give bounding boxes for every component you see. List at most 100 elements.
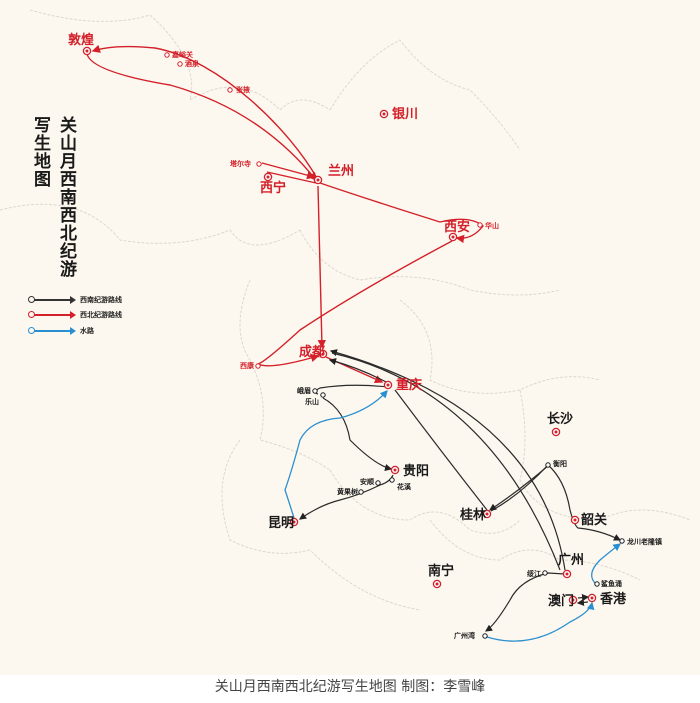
city-label: 贵阳 bbox=[403, 463, 429, 479]
place-敦煌: 敦煌 bbox=[68, 32, 94, 56]
route-chongqing-chengdu bbox=[328, 358, 389, 384]
place-银川: 银川 bbox=[379, 106, 418, 122]
waypoint-marker-icon bbox=[358, 489, 364, 495]
legend-northwest-route: 西北纪游路线 bbox=[28, 310, 122, 320]
waypoint-label: 嘉峪关 bbox=[171, 50, 193, 59]
legend-label: 西北纪游路线 bbox=[80, 310, 122, 319]
city-label: 韶关 bbox=[581, 512, 607, 528]
waterways bbox=[284, 390, 622, 642]
water-kunming-chongqing bbox=[284, 390, 388, 519]
places: 敦煌银川兰州西宁西安成都重庆长沙贵阳桂林韶关昆明南宁广州澳门香港嘉峪关酒泉张掖塔… bbox=[68, 32, 662, 640]
route-guangzhou-chengdu bbox=[329, 349, 566, 571]
waypoint-label: 张掖 bbox=[236, 85, 251, 94]
city-label: 成都 bbox=[299, 344, 325, 360]
route-macau-hongkong bbox=[577, 594, 590, 602]
waypoint-label: 广州湾 bbox=[454, 631, 475, 640]
waypoint-marker-icon bbox=[227, 87, 233, 93]
city-dot bbox=[554, 430, 558, 434]
caption: 关山月西南西北纪游写生地图 制图：李雪峰 bbox=[214, 679, 486, 695]
place-塔尔寺: 塔尔寺 bbox=[230, 159, 262, 168]
route-guilin-shaoguan-longchuan bbox=[490, 464, 622, 541]
city-dot bbox=[292, 520, 296, 524]
place-花溪: 花溪 bbox=[389, 477, 412, 491]
waypoint-label: 酒泉 bbox=[185, 59, 200, 68]
city-dot bbox=[316, 178, 320, 182]
route-leshan-guiyang bbox=[322, 397, 393, 472]
place-嘉峪关: 嘉峪关 bbox=[164, 50, 193, 59]
waypoint-marker-icon bbox=[320, 392, 326, 398]
route-lanzhou-chengdu bbox=[317, 185, 327, 349]
city-dot bbox=[85, 49, 89, 53]
waypoint-label: 安顺 bbox=[360, 477, 374, 486]
legend-waterway: 水路 bbox=[28, 326, 94, 336]
waypoint-marker-icon bbox=[256, 161, 262, 167]
waypoint-label: 龙川老隆镇 bbox=[626, 537, 662, 546]
waypoint-marker-icon bbox=[312, 388, 318, 394]
city-dot bbox=[382, 112, 386, 116]
northwest-routes bbox=[86, 44, 484, 383]
legend-line-blue bbox=[28, 327, 76, 335]
place-西宁: 西宁 bbox=[260, 172, 286, 196]
map-title-line2: 写生地图 bbox=[30, 116, 50, 188]
place-酒泉: 酒泉 bbox=[177, 59, 200, 68]
map-canvas: 敦煌银川兰州西宁西安成都重庆长沙贵阳桂林韶关昆明南宁广州澳门香港嘉峪关酒泉张掖塔… bbox=[0, 9, 691, 642]
city-label: 昆明 bbox=[268, 515, 294, 531]
city-dot bbox=[321, 352, 325, 356]
waypoint-label: 西康 bbox=[240, 361, 255, 370]
place-贵阳: 贵阳 bbox=[390, 463, 429, 479]
place-广州湾: 广州湾 bbox=[454, 631, 488, 640]
route-map: 敦煌银川兰州西宁西安成都重庆长沙贵阳桂林韶关昆明南宁广州澳门香港嘉峪关酒泉张掖塔… bbox=[0, 0, 700, 675]
waypoint-marker-icon bbox=[375, 480, 381, 486]
waypoint-label: 黄果树 bbox=[337, 487, 358, 496]
place-张掖: 张掖 bbox=[227, 85, 251, 94]
place-鲨鱼涌: 鲨鱼涌 bbox=[594, 579, 622, 588]
waypoint-marker-icon bbox=[164, 52, 170, 58]
waypoint-label: 华山 bbox=[485, 221, 499, 230]
waypoint-label: 鲨鱼涌 bbox=[601, 579, 622, 588]
water-guangzhouwan-hongkong bbox=[486, 601, 595, 642]
city-dot bbox=[451, 235, 455, 239]
place-韶关: 韶关 bbox=[570, 512, 607, 528]
city-label: 香港 bbox=[599, 591, 627, 607]
city-label: 长沙 bbox=[547, 411, 573, 427]
place-南宁: 南宁 bbox=[428, 563, 454, 589]
route-lanzhou-dunhuang bbox=[91, 44, 319, 181]
city-dot bbox=[393, 468, 397, 472]
city-label: 兰州 bbox=[328, 163, 354, 179]
waypoint-marker-icon bbox=[619, 538, 625, 544]
waypoint-marker-icon bbox=[482, 633, 488, 639]
route-guangzhou-chengdu-2 bbox=[331, 352, 561, 571]
waypoint-marker-icon bbox=[542, 570, 548, 576]
place-香港: 香港 bbox=[587, 591, 627, 607]
route-lanzhou-xining bbox=[266, 171, 317, 184]
place-龙川老隆镇: 龙川老隆镇 bbox=[619, 537, 662, 546]
city-dot bbox=[565, 572, 569, 576]
route-hongkong-macau bbox=[576, 598, 589, 606]
waypoint-marker-icon bbox=[389, 477, 395, 483]
place-澳门: 澳门 bbox=[548, 593, 578, 609]
place-黄果树: 黄果树 bbox=[337, 487, 364, 496]
city-label: 澳门 bbox=[548, 593, 574, 609]
waypoint-marker-icon bbox=[594, 581, 600, 587]
place-绥江: 绥江 bbox=[527, 569, 548, 578]
legend-southwest-route: 西南纪游路线 bbox=[28, 295, 122, 305]
route-taersi-lanzhou bbox=[261, 162, 316, 180]
map-title: 关山月西南西北纪游 bbox=[56, 116, 76, 278]
route-lanzhou-xian bbox=[319, 182, 484, 244]
waypoint-label: 乐山 bbox=[305, 397, 319, 406]
route-guangzhou-guangzhouwan bbox=[485, 572, 566, 632]
city-dot bbox=[590, 596, 594, 600]
route-chongqing-emei bbox=[314, 384, 389, 395]
waypoint-label: 绥江 bbox=[527, 569, 541, 578]
place-兰州: 兰州 bbox=[313, 163, 354, 185]
waypoint-label: 峨眉 bbox=[297, 386, 311, 395]
waypoint-marker-icon bbox=[177, 61, 183, 67]
place-成都: 成都 bbox=[299, 344, 328, 360]
route-xian-xikang-chengdu bbox=[256, 240, 453, 367]
place-华山: 华山 bbox=[477, 221, 499, 230]
waypoint-marker-icon bbox=[255, 363, 261, 369]
route-guilin-hengyang bbox=[489, 464, 550, 511]
city-label: 南宁 bbox=[428, 563, 454, 579]
city-label: 银川 bbox=[392, 106, 418, 122]
waypoint-label: 花溪 bbox=[397, 482, 412, 491]
